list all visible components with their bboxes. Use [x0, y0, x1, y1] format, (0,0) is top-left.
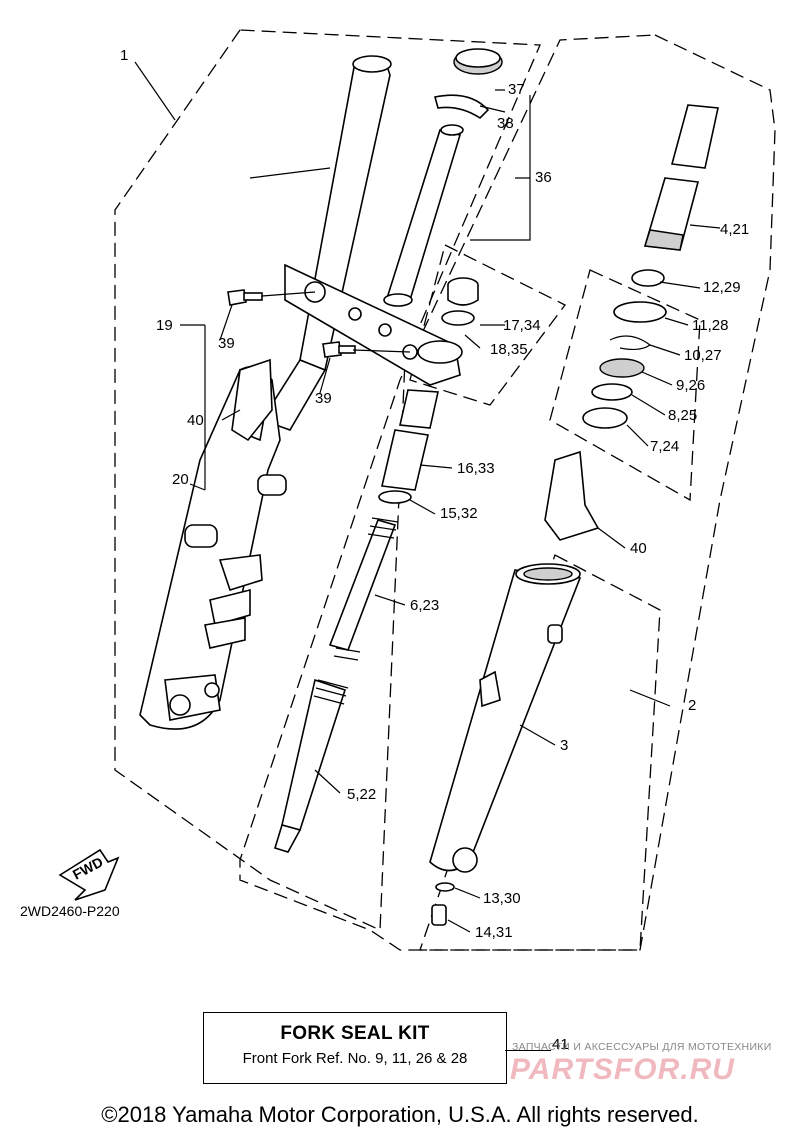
callout-19: 19 — [156, 317, 173, 334]
kit-subtitle: Front Fork Ref. No. 9, 11, 26 & 28 — [242, 1050, 468, 1067]
callout-15-32: 15,32 — [440, 505, 478, 522]
callout-40-left: 40 — [187, 412, 204, 429]
copyright-notice: ©2018 Yamaha Motor Corporation, U.S.A. A… — [101, 1102, 699, 1127]
callout-3: 3 — [560, 737, 568, 754]
callout-8-25: 8,25 — [668, 407, 697, 424]
bolt-39-lower — [322, 341, 356, 358]
watermark-logo: PARTSFOR.RU — [510, 1053, 735, 1086]
callout-11-28: 11,28 — [692, 317, 728, 334]
watermark-tagline: ЗАПЧАСТИ И АКСЕССУАРЫ ДЛЯ МОТОТЕХНИКИ — [512, 1041, 772, 1053]
callout-12-29: 12,29 — [703, 279, 741, 296]
inner-tube-assembly — [429, 563, 582, 873]
damper-rod — [274, 678, 349, 853]
callout-10-27: 10,27 — [684, 347, 722, 364]
callout-7-24: 7,24 — [650, 438, 679, 455]
callout-5-22: 5,22 — [347, 786, 376, 803]
callout-40-right: 40 — [630, 540, 647, 557]
lower-bracket — [284, 263, 463, 386]
callout-1: 1 — [120, 47, 128, 64]
callout-37: 37 — [508, 81, 525, 98]
bolt-39-upper — [227, 289, 263, 306]
assembly-1-outline — [114, 29, 541, 931]
callout-20: 20 — [172, 471, 189, 488]
fork-seal-kit-box: FORK SEAL KIT Front Fork Ref. No. 9, 11,… — [203, 1012, 507, 1084]
bottom-bolt-group — [431, 882, 455, 926]
kit-title: FORK SEAL KIT — [280, 1023, 430, 1044]
guard-40-right — [544, 450, 600, 541]
callout-16-33: 16,33 — [457, 460, 495, 477]
diagram-code: 2WD2460-P220 — [20, 903, 120, 919]
callout-2: 2 — [688, 697, 696, 714]
kit-ref-number: 41 — [552, 1036, 569, 1053]
seal-group-outline — [549, 269, 701, 502]
callout-38: 38 — [497, 115, 514, 132]
damper-rod-column — [383, 48, 503, 307]
callout-14-31: 14,31 — [475, 924, 513, 941]
callout-36: 36 — [535, 169, 552, 186]
seal-stack — [582, 104, 719, 429]
spacer-spring-group — [328, 389, 439, 661]
callout-39-lower: 39 — [315, 390, 332, 407]
callout-9-26: 9,26 — [676, 377, 705, 394]
callout-6-23: 6,23 — [410, 597, 439, 614]
fwd-arrow-icon: FWD — [58, 848, 120, 901]
leader-lines — [134, 61, 721, 933]
guard-40-left — [231, 358, 273, 442]
callout-39-upper: 39 — [218, 335, 235, 352]
assembly-2-outline — [239, 34, 776, 951]
callout-18-35: 18,35 — [490, 341, 528, 358]
callout-17-34: 17,34 — [503, 317, 541, 334]
callout-4-21: 4,21 — [720, 221, 749, 238]
cap-bolt-group — [441, 277, 479, 326]
kit-leader-line — [505, 1050, 551, 1051]
callout-13-30: 13,30 — [483, 890, 521, 907]
